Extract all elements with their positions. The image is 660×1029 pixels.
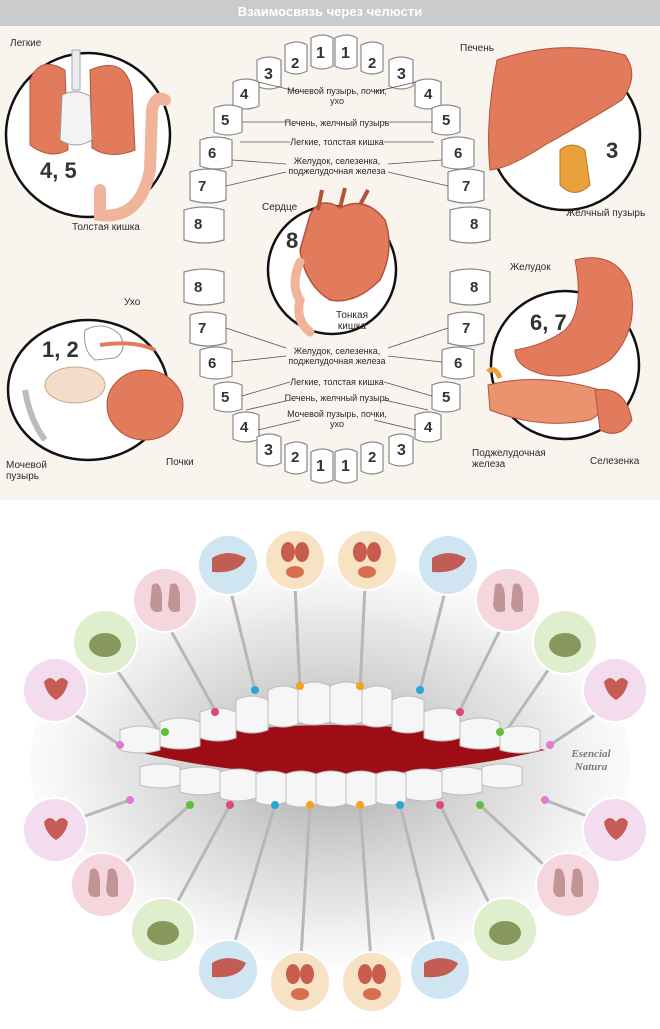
mouth-diagram-svg — [22, 529, 648, 1013]
kidney-bladder-icon — [336, 529, 398, 591]
tooth-number: 8 — [194, 279, 203, 296]
medallion-glyphs — [44, 542, 628, 1000]
number-heart: 8 — [286, 228, 299, 253]
center-label-upper-4: Желудок, селезенка, поджелудочная железа — [288, 156, 386, 176]
label-lungs: Легкие — [10, 38, 42, 49]
tooth-number: 1 — [316, 45, 325, 62]
number-lungs: 4, 5 — [40, 158, 77, 183]
kidney-bladder-icon — [341, 951, 403, 1013]
tooth-number: 1 — [316, 458, 325, 475]
label-pancreas: Поджелудочная железа — [472, 448, 546, 470]
tooth-number: 5 — [221, 112, 230, 129]
jaw-chart-svg — [4, 34, 642, 484]
mouth-diagram-panel: Esencial Natura — [0, 500, 660, 1029]
center-label-lower-3: Печень, желчный пузырь — [284, 393, 390, 403]
lungs-illustration — [29, 49, 171, 222]
tooth-number: 6 — [208, 145, 217, 162]
ear-kidney-illustration — [22, 325, 184, 442]
tooth-number: 3 — [397, 442, 406, 459]
center-label-upper-2: Печень, желчный пузырь — [284, 118, 390, 128]
label-heart: Сердце — [262, 202, 298, 213]
tooth-number: 2 — [291, 55, 300, 72]
tooth-number: 4 — [424, 86, 433, 103]
tooth-number: 4 — [240, 86, 249, 103]
tooth-number: 6 — [454, 145, 463, 162]
label-colon: Толстая кишка — [72, 222, 140, 233]
tooth-number: 3 — [264, 442, 273, 459]
tooth-number: 5 — [442, 112, 451, 129]
stomach-illustration — [486, 257, 633, 434]
tooth-number: 5 — [442, 389, 451, 406]
label-gallbladder: Желчный пузырь — [566, 208, 646, 219]
number-ear-kidney: 1, 2 — [42, 337, 79, 362]
tooth-number: 6 — [454, 355, 463, 372]
watermark-line-1: Esencial — [571, 748, 611, 760]
upper-tooth-arc — [183, 34, 491, 244]
tooth-number: 4 — [424, 419, 433, 436]
title-bar: Взаимосвязь через челюсти — [0, 0, 660, 26]
tooth-number: 6 — [208, 355, 217, 372]
tooth-number: 2 — [368, 55, 377, 72]
tooth-number: 8 — [470, 216, 479, 233]
center-label-lower-2: Легкие, толстая кишка — [290, 377, 384, 387]
lungs-colon-icon — [475, 567, 541, 633]
tooth-number: 8 — [470, 279, 479, 296]
number-stomach: 6, 7 — [530, 310, 567, 335]
label-liver: Печень — [460, 43, 494, 54]
label-stomach: Желудок — [510, 262, 551, 273]
center-label-upper-3: Легкие, толстая кишка — [290, 137, 384, 147]
tooth-number: 7 — [462, 320, 471, 337]
label-kidneys: Почки — [166, 457, 194, 468]
tooth-number: 7 — [462, 178, 471, 195]
lungs-colon-icon — [70, 852, 136, 918]
tooth-number: 1 — [341, 458, 350, 475]
center-label-upper-1: Мочевой пузырь, почки, ухо — [287, 86, 387, 106]
tooth-dots — [116, 682, 554, 809]
label-ear: Ухо — [124, 297, 141, 308]
number-liver: 3 — [606, 138, 619, 163]
jaw-chart-panel: Взаимосвязь через челюсти — [0, 0, 660, 500]
label-spleen: Селезенка — [590, 456, 640, 467]
tooth-number: 1 — [341, 45, 350, 62]
tooth-number: 3 — [397, 66, 406, 83]
center-label-lower-1: Желудок, селезенка, поджелудочная железа — [288, 346, 386, 366]
heart-illustration — [290, 187, 390, 337]
tooth-number: 5 — [221, 389, 230, 406]
watermark-line-2: Natura — [574, 761, 608, 773]
tooth-number: 2 — [291, 449, 300, 466]
tooth-number: 8 — [194, 216, 203, 233]
upper-teeth — [119, 681, 541, 754]
kidney-bladder-icon — [269, 951, 331, 1013]
leader-lines — [225, 81, 449, 431]
label-small-intestine: Тонкая кишка — [336, 310, 368, 332]
tooth-number: 7 — [198, 178, 207, 195]
lower-teeth — [139, 763, 523, 808]
kidney-bladder-icon — [264, 529, 326, 591]
center-label-lower-4: Мочевой пузырь, почки, ухо — [287, 409, 387, 429]
lungs-colon-icon — [132, 567, 198, 633]
tooth-number: 7 — [198, 320, 207, 337]
label-bladder: Мочевой пузырь — [6, 460, 47, 482]
tooth-number: 2 — [368, 449, 377, 466]
tooth-number: 3 — [264, 66, 273, 83]
watermark: Esencial Natura — [556, 748, 626, 774]
lungs-colon-icon — [535, 852, 601, 918]
tooth-number: 4 — [240, 419, 249, 436]
page-title: Взаимосвязь через челюсти — [237, 4, 423, 19]
liver-illustration — [488, 47, 633, 193]
lower-tooth-arc — [183, 268, 491, 484]
